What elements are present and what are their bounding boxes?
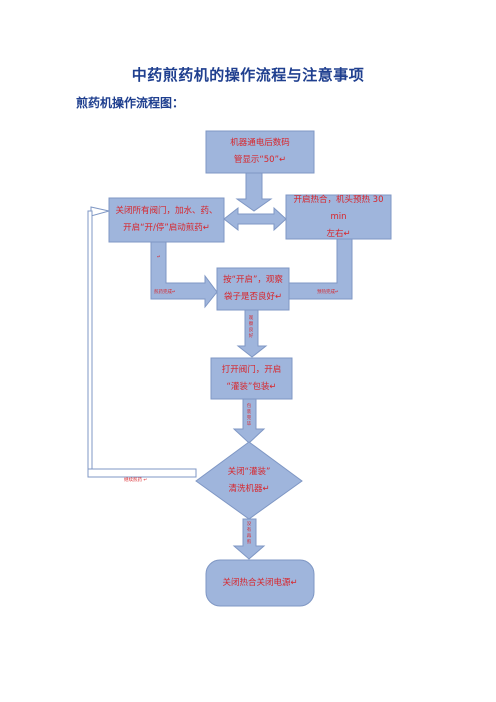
label-packing-done: 包装完毕 (246, 404, 252, 427)
node-decision-line1: 关闭“灌装” (227, 467, 271, 477)
node-start-line2: 管显示“50”↵ (233, 155, 287, 165)
node-start-text: 机器通电后数码 管显示“50”↵ (206, 131, 314, 173)
node-pack-text: 打开阀门，开启 “灌装”包装↵ (211, 358, 292, 399)
loop-arrowhead (90, 206, 110, 217)
node-right-line1: 开启热合，机头预热 30 min (293, 194, 384, 222)
arrow-pack-to-decision (232, 398, 266, 444)
arrow-bidirectional (223, 206, 287, 232)
node-middle-line2: 袋子是否良好↵ (223, 292, 283, 302)
node-start-line1: 机器通电后数码 (230, 138, 290, 148)
label-continue: 继续煎药 ↵ (124, 478, 148, 483)
arrow-start-down (235, 172, 273, 212)
loop-bottom-shaft (87, 468, 197, 478)
node-left-text: 关闭所有阀门，加水、药、 开启“开/停”启动煎药↵ (109, 198, 224, 242)
node-middle-text: 按“开启”，观察 袋子是否良好↵ (217, 268, 289, 310)
label-no-more: 没有再煎 (246, 522, 252, 545)
node-end (205, 559, 315, 607)
label-observe-good: 观察良好 (248, 316, 254, 339)
node-middle (216, 267, 290, 311)
node-left-line1: 关闭所有阀门，加水、药、 (115, 206, 218, 216)
node-left-line2: 开启“开/停”启动煎药↵ (123, 223, 210, 233)
arrow-middle-to-pack (236, 309, 268, 358)
node-middle-line1: 按“开启”，观察 (223, 275, 283, 285)
node-right-text: 开启热合，机头预热 30 min 左右↵ (286, 195, 391, 239)
node-right-line2: 左右↵ (326, 228, 351, 239)
node-end-line1: 关闭热合关闭电源↵ (222, 577, 298, 588)
node-decision-line2: 清洗机器↵ (228, 484, 270, 494)
node-end-text: 关闭热合关闭电源↵ (206, 560, 314, 606)
node-pack-line1: 打开阀门，开启 (221, 364, 282, 375)
label-preheat-done: 预热完成↵ (317, 290, 339, 295)
arrow-decision-to-end (232, 518, 266, 560)
node-right (285, 194, 392, 240)
page-title: 中药煎药机的操作流程与注意事项 (131, 66, 365, 84)
loop-shaft (87, 210, 93, 474)
arrow-left-to-middle (150, 241, 218, 309)
node-pack-line2: “灌装”包装↵ (226, 381, 277, 392)
section-title: 煎药机操作流程图： (76, 96, 185, 110)
node-decision-text: 关闭“灌装” 清洗机器↵ (206, 459, 292, 503)
node-start (205, 130, 315, 174)
label-decoct-done: 煎药完成↵ (154, 290, 176, 295)
label-left-dot: ↵ (157, 255, 161, 260)
loop-continue (90, 210, 196, 474)
